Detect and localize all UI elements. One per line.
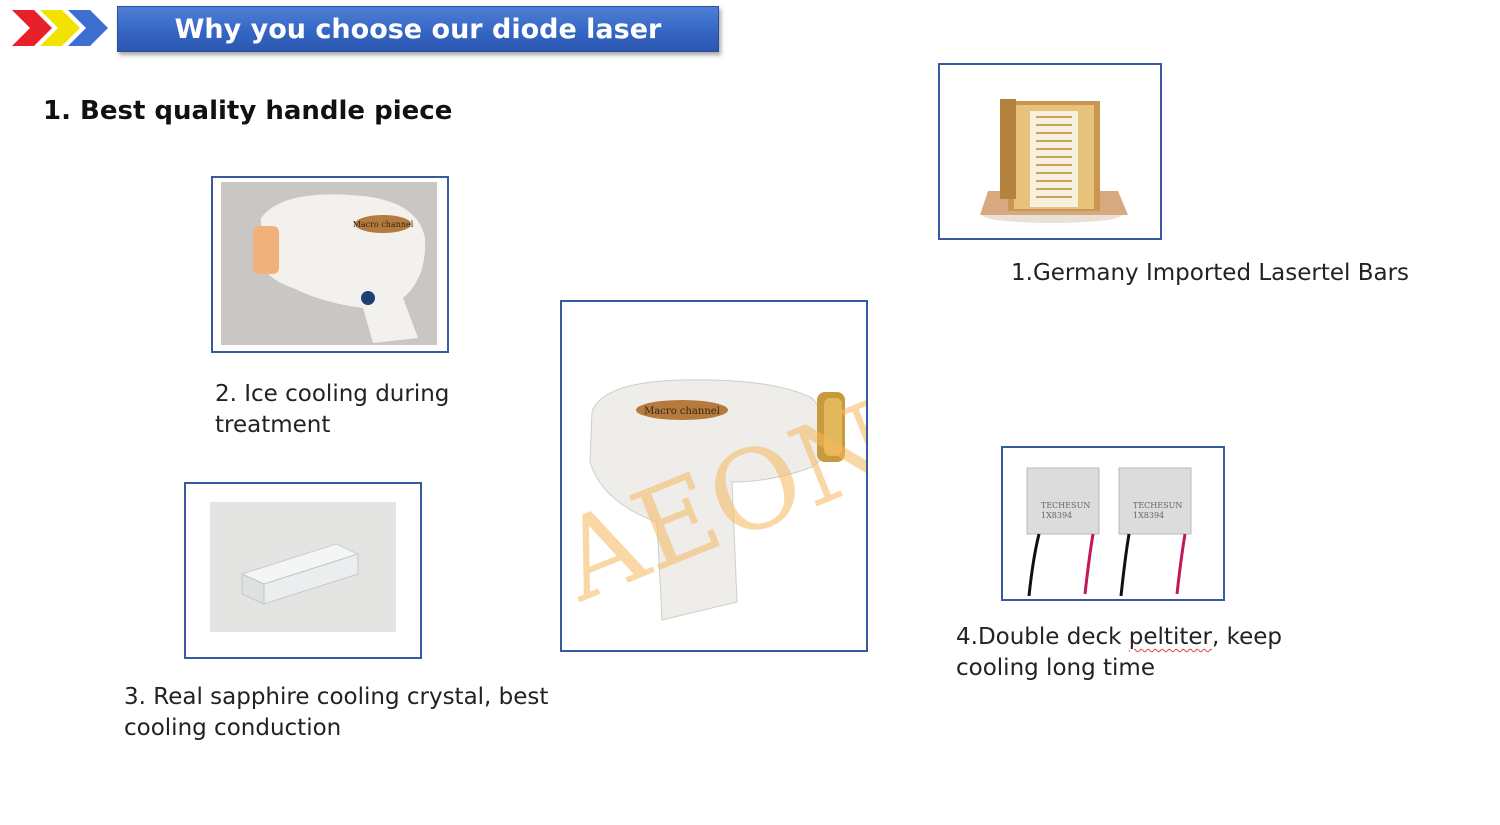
- sapphire-crystal-photo: [186, 484, 420, 657]
- caption-lasertel-bars: 1.Germany Imported Lasertel Bars: [1011, 260, 1410, 286]
- caption-ice-cooling-line1: 2. Ice cooling during: [215, 381, 450, 407]
- laser-bar-image-frame: [938, 63, 1162, 240]
- peltier-label-left: TECHESUN: [1041, 501, 1090, 510]
- main-handpiece-image-frame: Macro channel AEON: [560, 300, 868, 652]
- sapphire-image-frame: [184, 482, 422, 659]
- header-arrows-icon: [12, 10, 108, 46]
- handpiece-photo: Macro channel: [213, 178, 447, 351]
- main-handpiece-photo: Macro channel AEON: [562, 302, 866, 650]
- caption-peltier-line1: 4.Double deck peltiter, keep: [956, 624, 1282, 650]
- peltier-image-frame: TECHESUN 1X8394 TECHESUN 1X8394: [1001, 446, 1225, 601]
- caption-sapphire-line2: cooling conduction: [124, 715, 342, 741]
- caption-sapphire: 3. Real sapphire cooling crystal, best c…: [124, 682, 548, 744]
- caption-ice-cooling: 2. Ice cooling during treatment: [215, 379, 449, 441]
- caption-peltier: 4.Double deck peltiter, keep cooling lon…: [956, 622, 1282, 684]
- caption-peltier-line2: cooling long time: [956, 655, 1155, 681]
- spellcheck-word: peltiter: [1128, 624, 1212, 650]
- caption-ice-cooling-line2: treatment: [215, 412, 331, 438]
- peltier-modules-photo: TECHESUN 1X8394 TECHESUN 1X8394: [1003, 448, 1223, 599]
- main-handpiece-badge: Macro channel: [644, 406, 720, 417]
- peltier-code-left: 1X8394: [1041, 511, 1072, 520]
- laser-bar-stack-photo: [940, 65, 1160, 238]
- page-title-banner: Why you choose our diode laser: [117, 6, 719, 52]
- peltier-code-right: 1X8394: [1133, 511, 1164, 520]
- handpiece-image-frame: Macro channel: [211, 176, 449, 353]
- section-heading: 1. Best quality handle piece: [43, 96, 453, 126]
- caption-sapphire-line1: 3. Real sapphire cooling crystal, best: [124, 684, 549, 710]
- handpiece-badge: Macro channel: [353, 220, 414, 229]
- page-title: Why you choose our diode laser: [174, 13, 662, 45]
- peltier-label-right: TECHESUN: [1133, 501, 1182, 510]
